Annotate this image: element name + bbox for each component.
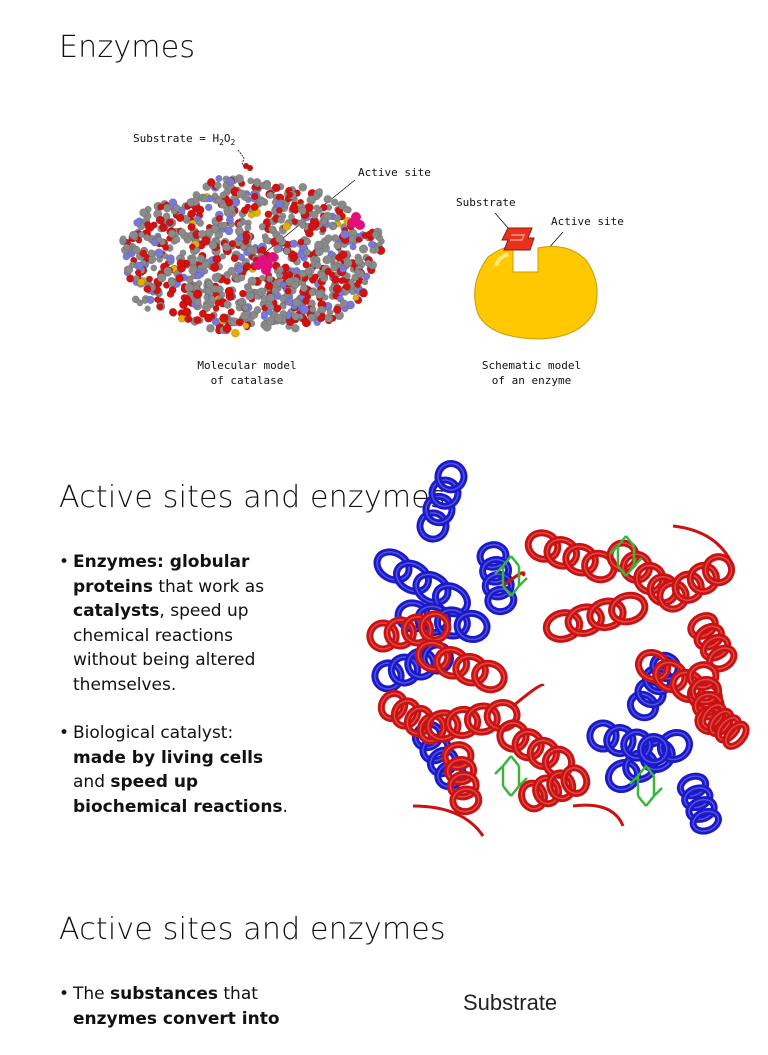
- active-site-atom: [355, 220, 365, 230]
- active-site-atom: [261, 265, 271, 275]
- helix-ribbon: [416, 460, 468, 543]
- helix-ribbon: [366, 610, 452, 653]
- helix-ribbon: [524, 529, 618, 584]
- bullet-item: • Biological catalyst: made by living ce…: [59, 723, 288, 817]
- substrate-shape: [501, 227, 535, 251]
- heme-group: [494, 555, 528, 597]
- active-site-atom: [268, 252, 278, 262]
- slide-enzymes: Enzymes Substrate = H2O2 Active site Sub…: [0, 0, 768, 430]
- loop-strand: [512, 683, 545, 708]
- helix-ribbon: [586, 719, 671, 767]
- catalase-molecular-model: [119, 174, 386, 338]
- slide-title: Enzymes: [59, 30, 196, 65]
- loop-strand: [502, 571, 526, 588]
- loop-strand: [672, 524, 735, 567]
- helix-ribbon: [518, 764, 591, 813]
- caption-molecular-model: Molecular model of catalase: [197, 359, 297, 387]
- helix-ribbon: [656, 553, 736, 613]
- bullet-list: • Enzymes: globular proteins that work a…: [59, 550, 289, 843]
- helix-ribbon: [414, 639, 508, 694]
- hemoglobin-ribbon-structure: [366, 460, 750, 837]
- slide-active-sites-1: Active sites and enzymes • Enzymes: glob…: [0, 430, 768, 890]
- substrate-formula-label: Substrate = H2O2: [133, 132, 236, 148]
- loop-strand: [412, 804, 485, 837]
- helix-ribbon: [476, 541, 518, 616]
- substrate-label-right: Substrate: [456, 196, 516, 209]
- heme-group: [629, 765, 663, 807]
- enzyme-body: [474, 246, 598, 340]
- bullet-list: • The substances that enzymes convert in…: [59, 982, 299, 1055]
- loop-strand: [572, 803, 625, 827]
- helix-ribbon: [699, 701, 750, 750]
- active-site-atom: [347, 218, 357, 228]
- substrate-diagram-label: Substrate: [463, 990, 558, 1015]
- slide-title: Active sites and enzymes: [59, 912, 446, 947]
- heme-group: [494, 755, 528, 797]
- helix-ribbon: [676, 772, 722, 835]
- bullet-item: • Enzymes: globular proteins that work a…: [59, 552, 265, 695]
- active-site-atom: [253, 260, 263, 270]
- schematic-enzyme: [474, 246, 598, 340]
- slide-title: Active sites and enzymes: [59, 480, 446, 515]
- active-site-label-left: Active site: [358, 166, 431, 179]
- heme-group: [609, 535, 643, 577]
- caption-schematic-model: Schematic model of an enzyme: [481, 359, 582, 387]
- helix-ribbon: [424, 699, 521, 743]
- helix-ribbon: [441, 741, 483, 816]
- helix-ribbon: [542, 591, 649, 643]
- slide-active-sites-2: Active sites and enzymes • The substance…: [0, 890, 768, 1029]
- active-site-label-right: Active site: [551, 215, 624, 228]
